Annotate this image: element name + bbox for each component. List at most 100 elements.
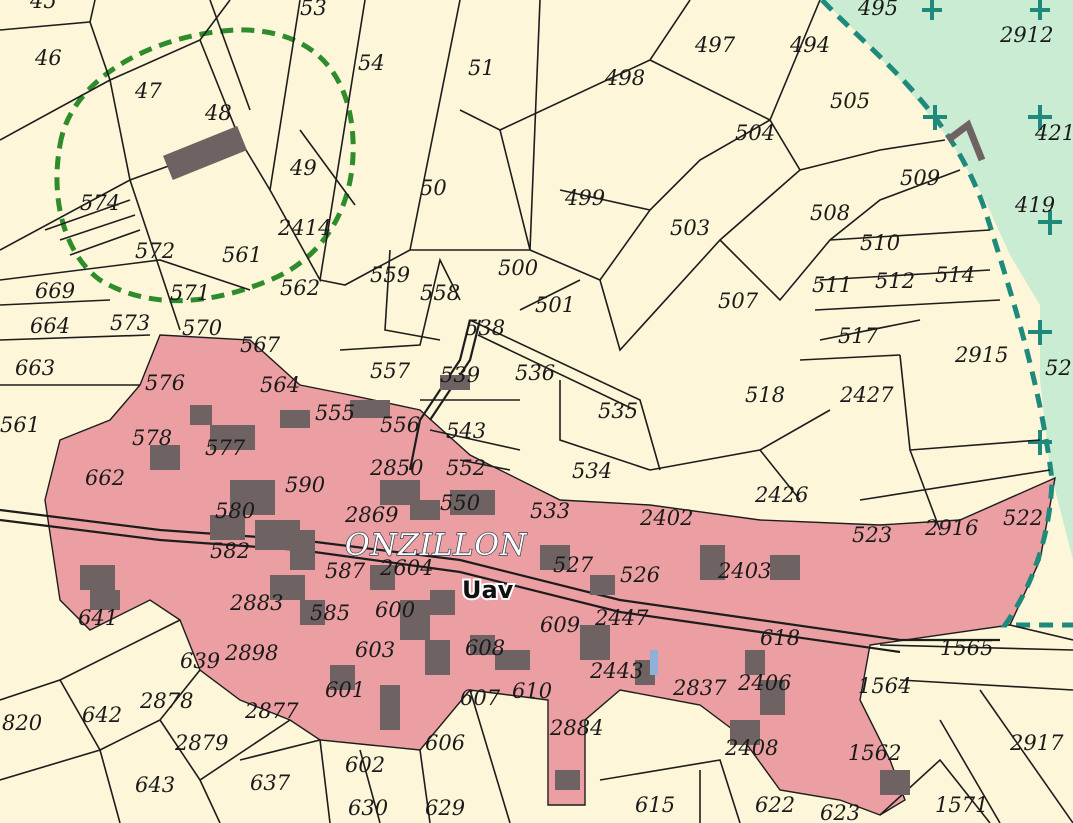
parcel-label: 601 [325, 678, 365, 702]
parcel-label: 534 [572, 459, 612, 483]
parcel-label: 508 [810, 201, 850, 225]
parcel-label: 567 [240, 333, 281, 357]
parcel-label: 577 [205, 436, 246, 460]
parcel-label: 571 [170, 281, 210, 305]
parcel-label: 53 [300, 0, 327, 20]
parcel-label: 2447 [594, 606, 649, 630]
parcel-label: 498 [604, 66, 645, 90]
parcel-label: 46 [34, 46, 62, 70]
parcel-label: 606 [425, 731, 465, 755]
parcel-label: 629 [425, 796, 465, 820]
parcel-label: 610 [512, 679, 552, 703]
parcel-label: 527 [553, 553, 594, 577]
parcel-label: 564 [260, 373, 300, 397]
parcel-label: 514 [935, 263, 975, 287]
parcel-label: 2427 [839, 383, 894, 407]
parcel-label: 561 [0, 413, 40, 437]
parcel-label: 543 [446, 419, 486, 443]
parcel-label: 2408 [724, 736, 778, 760]
parcel-label: 608 [465, 636, 505, 660]
parcel-label: 517 [838, 324, 879, 348]
parcel-label: 526 [620, 563, 660, 587]
parcel-label: 52 [1045, 356, 1072, 380]
parcel-label: 54 [358, 51, 385, 75]
parcel-label: 578 [132, 426, 172, 450]
parcel-label: 641 [78, 606, 118, 630]
forest-cross-icon [1028, 320, 1052, 345]
parcel-label: 2917 [1009, 731, 1064, 755]
parcel-label: 623 [820, 801, 860, 823]
parcel-label: 558 [420, 281, 460, 305]
forest-cross-icon [1028, 105, 1052, 130]
parcel-label: 49 [289, 156, 317, 180]
parcel-label: 501 [535, 293, 575, 317]
parcel-label: 510 [860, 231, 900, 255]
parcel-label: 497 [694, 33, 736, 57]
building-outline [945, 119, 986, 162]
parcel-label: 2837 [672, 676, 727, 700]
forest-cross-icon [1028, 430, 1052, 455]
forest-cross-icon [922, 0, 942, 20]
forest-cross-icon [1030, 0, 1050, 20]
parcel-label: 2916 [924, 516, 978, 540]
forest-boundary-dashed-line [820, 0, 1073, 628]
parcel-label: 522 [1003, 506, 1043, 530]
urban-zone-uav[interactable] [44, 334, 1056, 816]
parcel-label: 509 [900, 166, 940, 190]
parcel-label: 51 [468, 56, 495, 80]
parcel-label: 1564 [858, 674, 911, 698]
forest-cross-icon [1038, 210, 1062, 235]
parcel-label: 630 [348, 796, 388, 820]
parcel-label: 642 [82, 703, 122, 727]
parcel-label: 2402 [639, 506, 693, 530]
parcel-label: 2877 [244, 699, 299, 723]
parcel-label: 582 [210, 539, 250, 563]
parcel-label: 499 [564, 186, 605, 210]
parcel-label: 421 [1034, 121, 1073, 145]
parcel-label: 637 [250, 771, 291, 795]
forest-cross-icons [922, 0, 1062, 455]
parcel-label: 539 [440, 363, 480, 387]
parcel-label: 820 [2, 711, 42, 735]
parcel-label: 2915 [954, 343, 1008, 367]
parcel-label: 536 [515, 361, 555, 385]
parcel-label: 607 [460, 686, 501, 710]
parcel-label: 662 [85, 466, 125, 490]
parcel-label: 557 [370, 359, 411, 383]
parcel-label: 2869 [344, 503, 398, 527]
parcel-label: 572 [135, 239, 175, 263]
parcel-label: 511 [812, 273, 852, 297]
parcel-label: 505 [830, 89, 870, 113]
place-name: ONZILLON [345, 528, 528, 563]
parcel-label: 669 [35, 279, 75, 303]
protected-area-circle [54, 27, 356, 304]
parcel-label: 552 [446, 456, 486, 480]
parcel-label: 609 [540, 613, 580, 637]
parcel-label: 573 [110, 311, 150, 335]
parcel-label: 643 [135, 773, 175, 797]
parcel-label: 523 [852, 523, 892, 547]
parcel-label: 504 [735, 121, 775, 145]
parcel-label: 518 [745, 383, 785, 407]
parcel-label: 507 [718, 289, 759, 313]
parcel-label: 2898 [224, 641, 278, 665]
parcel-label: 587 [325, 559, 366, 583]
buildings [80, 125, 910, 795]
parcel-label: 503 [670, 216, 710, 240]
parcel-label: 1571 [935, 793, 988, 817]
parcel-label: 2883 [229, 591, 283, 615]
parcel-label: 622 [755, 793, 795, 817]
parcel-label: 602 [345, 753, 385, 777]
parcel-label: 580 [215, 499, 255, 523]
parcel-label: 538 [465, 316, 505, 340]
parcel-label: 576 [145, 371, 185, 395]
parcel-label: 2426 [754, 483, 808, 507]
parcel-label: 590 [285, 473, 325, 497]
parcel-label: 2912 [999, 23, 1053, 47]
parcel-label: 2850 [369, 456, 423, 480]
parcel-label: 2414 [277, 216, 331, 240]
parcel-label: 639 [180, 649, 220, 673]
zone-code-label[interactable]: Uav [460, 574, 516, 606]
